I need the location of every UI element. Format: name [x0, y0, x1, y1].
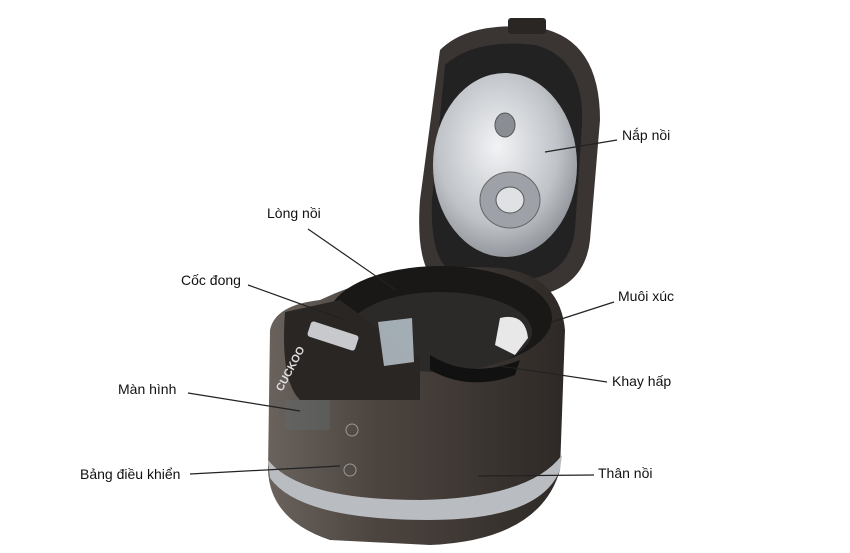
label-steam-tray: Khay hấp [612, 373, 672, 389]
control-button [343, 463, 357, 477]
leader-line-inner-pot [307, 228, 397, 291]
leader-line-body [477, 474, 595, 477]
lid-hinge [508, 18, 546, 34]
lid-inner-plate [433, 73, 577, 257]
rice-paddle [495, 316, 528, 355]
label-display: Màn hình [118, 381, 177, 397]
leader-line-rice-paddle [551, 301, 615, 323]
steam-tray [430, 355, 520, 383]
label-control-panel: Bảng điều khiển [80, 466, 181, 482]
control-button [345, 423, 359, 437]
leader-line-steam-tray [499, 365, 608, 383]
leader-line-measuring-cup [247, 284, 346, 321]
display-screen [285, 400, 330, 430]
cooker-body: CUCKOO [268, 266, 565, 545]
leader-line-display [187, 392, 301, 412]
label-inner-pot: Lòng nồi [267, 205, 321, 221]
label-measuring-cup: Cốc đong [181, 272, 241, 288]
leader-lines [187, 139, 618, 477]
measuring-cup [378, 318, 414, 366]
leader-line-control-panel [189, 465, 341, 475]
leader-line-lid [544, 139, 618, 153]
label-lid: Nắp nồi [622, 127, 671, 143]
handle-button [307, 321, 359, 351]
lid [419, 18, 600, 295]
label-rice-paddle: Muôi xúc [618, 288, 675, 304]
label-body: Thân nồi [598, 465, 653, 481]
